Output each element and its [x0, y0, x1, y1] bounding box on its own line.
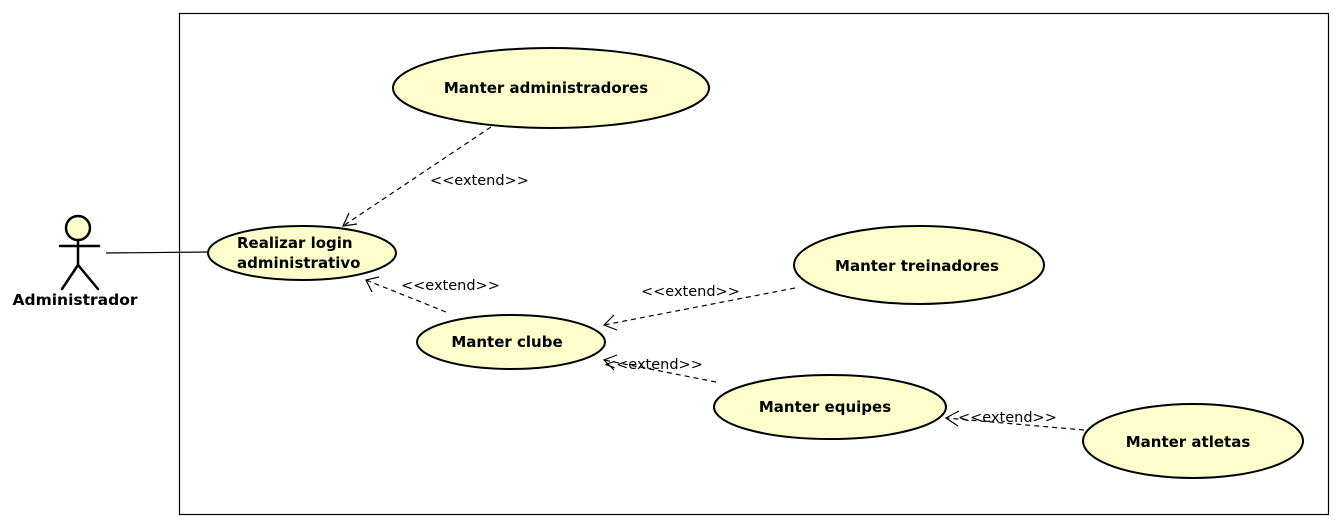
use-case-label: Manter clube — [451, 333, 562, 351]
extend-arrowhead — [365, 276, 380, 293]
extend-treinadores-to-clube: <<extend>> — [602, 284, 796, 331]
use-case-manter-clube[interactable]: Manter clube — [416, 314, 606, 370]
use-case-realizar-login[interactable]: Realizar login administrativo — [207, 225, 397, 281]
use-case-label: Manter equipes — [759, 398, 891, 416]
extend-clube-to-login: <<extend>> — [365, 276, 500, 313]
extend-label: <<extend>> — [641, 284, 740, 300]
use-case-ellipse — [416, 314, 606, 370]
use-case-ellipse — [392, 47, 710, 129]
use-case-manter-treinadores[interactable]: Manter treinadores — [793, 225, 1045, 305]
extend-arrowhead — [602, 314, 618, 331]
association-line — [105, 251, 210, 254]
actor-label: Administrador — [12, 291, 137, 309]
use-case-ellipse — [793, 225, 1045, 305]
use-case-manter-atletas[interactable]: Manter atletas — [1082, 403, 1304, 479]
actor-head — [64, 214, 92, 242]
use-case-manter-administradores[interactable]: Manter administradores — [392, 47, 710, 129]
extend-arrowhead — [602, 354, 618, 371]
use-case-label: Manter administradores — [444, 79, 648, 97]
extend-atletas-to-equipes: <<extend>> — [944, 410, 1085, 431]
use-case-label-line-1: Realizar login — [237, 234, 353, 252]
use-case-ellipse — [1082, 403, 1304, 479]
extend-arrowhead — [341, 212, 358, 227]
extend-line — [603, 287, 796, 326]
use-case-label: Manter atletas — [1126, 433, 1251, 451]
use-case-label: Manter treinadores — [835, 257, 999, 275]
extend-arrowhead — [944, 410, 960, 427]
actor-administrador[interactable]: Administrador — [12, 214, 138, 309]
use-case-manter-equipes[interactable]: Manter equipes — [713, 374, 947, 440]
extend-line — [342, 126, 492, 227]
use-case-ellipse — [713, 374, 947, 440]
extend-equipes-to-clube: <<extend>> — [602, 354, 717, 383]
extend-label: <<extend>> — [958, 410, 1057, 426]
extend-admins-to-login: <<extend>> — [341, 126, 529, 227]
actor-right-leg — [76, 263, 100, 291]
use-case-ellipse — [207, 225, 397, 281]
extend-label: <<extend>> — [430, 173, 529, 189]
use-case-label-line-2: administrativo — [237, 254, 360, 272]
extend-label: <<extend>> — [401, 278, 500, 294]
extend-line — [603, 359, 717, 383]
actor-left-leg — [60, 263, 80, 291]
extend-label: <<extend>> — [604, 357, 703, 373]
